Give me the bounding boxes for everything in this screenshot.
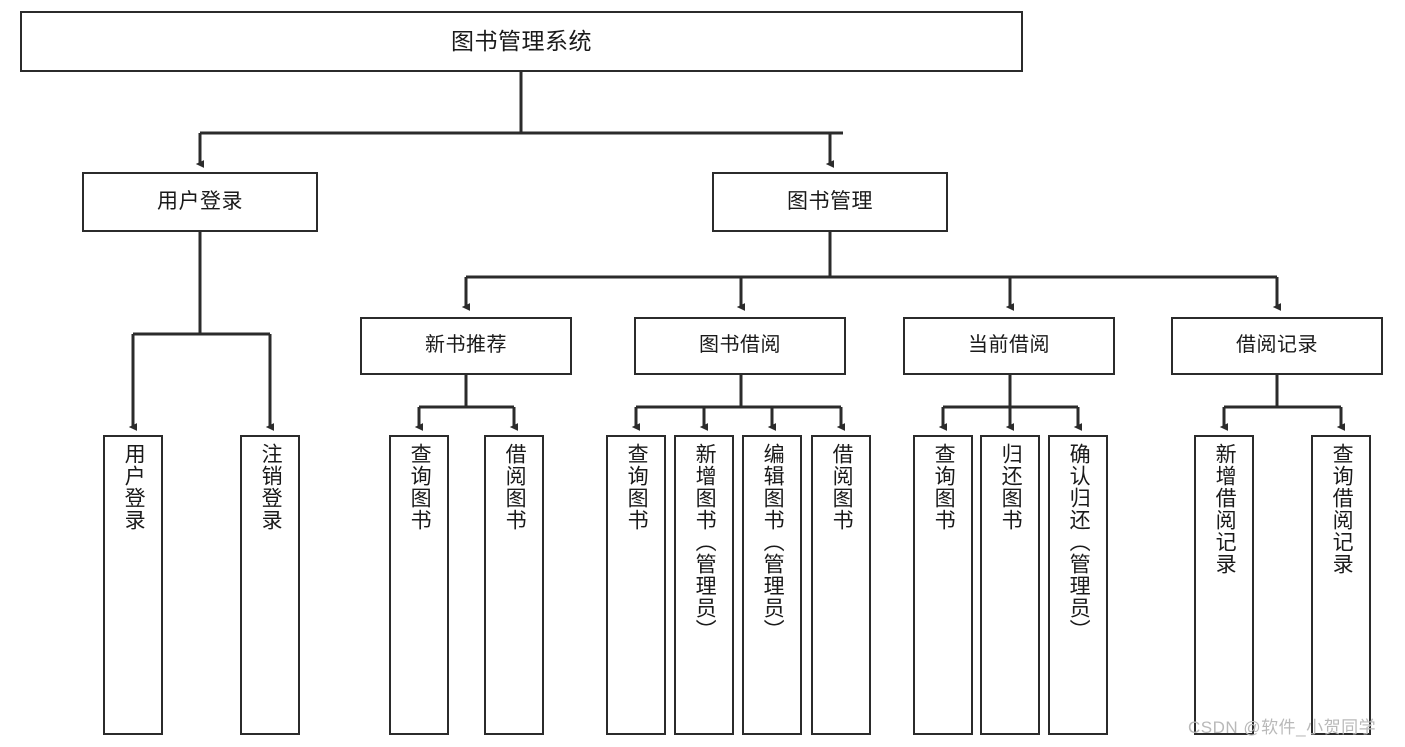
- node-label: 查询图书: [932, 443, 956, 531]
- node-label: 借阅记录: [1236, 334, 1318, 357]
- node-label: 当前借阅: [968, 334, 1050, 357]
- node-label: 确认归还（管理员）: [1067, 443, 1091, 641]
- node-label: 查询图书: [408, 443, 432, 531]
- node-label: 新增借阅记录: [1213, 443, 1237, 575]
- node-book-borrow[interactable]: 图书借阅: [634, 317, 846, 375]
- node-label: 查询图书: [625, 443, 649, 531]
- node-leaf-add-record[interactable]: 新增借阅记录: [1194, 435, 1254, 735]
- node-label: 归还图书: [999, 443, 1023, 531]
- node-leaf-confirm-return[interactable]: 确认归还（管理员）: [1048, 435, 1108, 735]
- csdn-watermark: CSDN @软件_小贺同学: [1188, 718, 1377, 737]
- node-leaf-query-book-borrow[interactable]: 查询图书: [606, 435, 666, 735]
- node-label: 查询借阅记录: [1330, 443, 1354, 575]
- node-leaf-user-login[interactable]: 用户登录: [103, 435, 163, 735]
- node-label: 新书推荐: [425, 334, 507, 357]
- node-label: 编辑图书（管理员）: [761, 443, 785, 641]
- node-leaf-query-record[interactable]: 查询借阅记录: [1311, 435, 1371, 735]
- node-label: 用户登录: [157, 189, 243, 213]
- node-leaf-query-book-current[interactable]: 查询图书: [913, 435, 973, 735]
- node-label: 新增图书（管理员）: [693, 443, 717, 641]
- node-leaf-add-book[interactable]: 新增图书（管理员）: [674, 435, 734, 735]
- node-leaf-query-book-recommend[interactable]: 查询图书: [389, 435, 449, 735]
- node-leaf-borrow-book[interactable]: 借阅图书: [811, 435, 871, 735]
- node-leaf-user-logout[interactable]: 注销登录: [240, 435, 300, 735]
- node-label: 图书管理系统: [451, 27, 592, 54]
- node-root-system[interactable]: 图书管理系统: [20, 11, 1023, 72]
- node-leaf-return-book[interactable]: 归还图书: [980, 435, 1040, 735]
- node-label: 借阅图书: [503, 443, 527, 531]
- node-label: 借阅图书: [830, 443, 854, 531]
- node-book-manage[interactable]: 图书管理: [712, 172, 948, 232]
- node-leaf-borrow-book-recommend[interactable]: 借阅图书: [484, 435, 544, 735]
- node-label: 用户登录: [122, 443, 146, 531]
- node-user-login[interactable]: 用户登录: [82, 172, 318, 232]
- node-borrow-record[interactable]: 借阅记录: [1171, 317, 1383, 375]
- node-current-borrow[interactable]: 当前借阅: [903, 317, 1115, 375]
- node-label: 注销登录: [259, 443, 283, 531]
- node-leaf-edit-book[interactable]: 编辑图书（管理员）: [742, 435, 802, 735]
- node-label: 图书管理: [787, 189, 873, 213]
- node-label: 图书借阅: [699, 334, 781, 357]
- node-new-book-recommend[interactable]: 新书推荐: [360, 317, 572, 375]
